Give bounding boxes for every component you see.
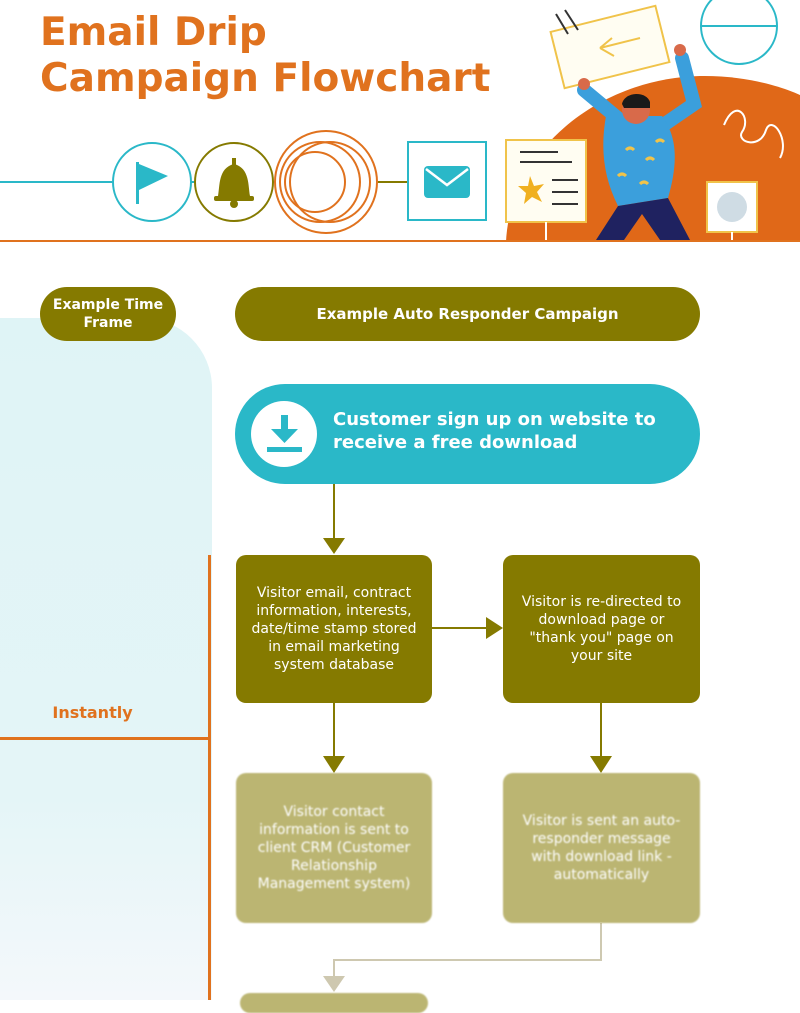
header-illustration (0, 0, 800, 242)
campaign-header: Example Auto Responder Campaign (235, 287, 700, 341)
timeline-background (0, 318, 212, 1000)
step-next-partial (240, 993, 428, 1013)
bell-icon (194, 142, 274, 222)
step-redirect: Visitor is re-directed to download page … (503, 555, 700, 703)
title-line-2: Campaign Flowchart (40, 56, 491, 101)
time-label-instantly: Instantly (52, 703, 133, 722)
header: Email Drip Campaign Flowchart (0, 0, 800, 242)
step-store-data: Visitor email, contract information, int… (236, 555, 432, 703)
time-frame-header: Example Time Frame (40, 287, 176, 341)
start-node-text: Customer sign up on website to receive a… (333, 409, 656, 453)
download-icon (251, 401, 317, 467)
step-send-to-crm: Visitor contact information is sent to c… (236, 773, 432, 923)
rings-icon (274, 130, 378, 234)
envelope-icon (407, 141, 487, 221)
title-line-1: Email Drip (40, 10, 267, 55)
frame-icon (706, 181, 758, 242)
timeline-border (208, 555, 211, 1000)
sign-icon (549, 4, 671, 90)
circle-icon (700, 0, 778, 65)
header-divider (0, 240, 800, 242)
start-node: Customer sign up on website to receive a… (235, 384, 700, 484)
step-auto-responder: Visitor is sent an auto-responder messag… (503, 773, 700, 923)
page-title: Email Drip Campaign Flowchart (40, 10, 490, 102)
flag-icon (112, 142, 192, 222)
timeline-marker-line (0, 737, 210, 740)
person-illustration (577, 44, 703, 240)
document-icon (505, 139, 587, 242)
